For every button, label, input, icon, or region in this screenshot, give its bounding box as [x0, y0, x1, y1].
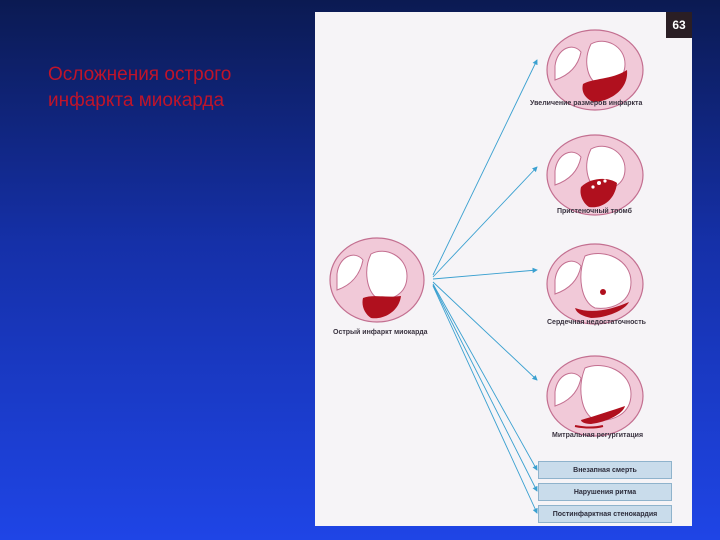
arrow-to-mural-thrombus	[432, 166, 538, 278]
page-number-badge: 63	[666, 12, 692, 38]
arrow-to-arrhythmia	[432, 284, 538, 492]
heart-acute-infarction	[329, 237, 425, 323]
outcome-box-post-infarction-angina: Постинфарктная стенокардия	[538, 505, 672, 523]
outcome-label-4: Митральная регургитация	[552, 432, 643, 439]
arrow-to-infarct-expansion	[432, 59, 538, 276]
heart-mitral-regurgitation	[546, 355, 644, 437]
slide-title-line-1: Осложнения острого	[48, 64, 232, 85]
outcome-box-sudden-death: Внезапная смерть	[538, 461, 672, 479]
outcome-label-2: Пристеночный тромб	[557, 207, 633, 215]
outcome-label-1: Увеличение размеров инфаркта	[530, 100, 642, 107]
slide-title: Осложнения острого инфаркта миокарда	[48, 62, 298, 114]
outcome-label-3: Сердечная недостаточность	[547, 319, 647, 326]
outcome-box-arrhythmia: Нарушения ритма	[538, 483, 672, 501]
complications-diagram: Острый инфаркт миокарда Увеличение разме…	[329, 29, 647, 514]
arrows	[432, 59, 538, 514]
heart-heart-failure	[546, 243, 644, 325]
heart-infarct-expansion	[546, 29, 644, 111]
slide-title-line-2: инфаркта миокарда	[48, 90, 225, 111]
diagram-panel: 63 Острый инфаркт миокарда	[315, 12, 692, 526]
arrow-to-heart-failure	[432, 267, 538, 280]
center-label: Острый инфаркт миокарда	[333, 328, 428, 336]
arrow-to-sudden-death	[432, 283, 538, 471]
arrow-to-mitral-regurgitation	[432, 281, 538, 381]
arrow-to-post-infarction-angina	[432, 285, 538, 514]
heart-mural-thrombus	[546, 134, 644, 216]
